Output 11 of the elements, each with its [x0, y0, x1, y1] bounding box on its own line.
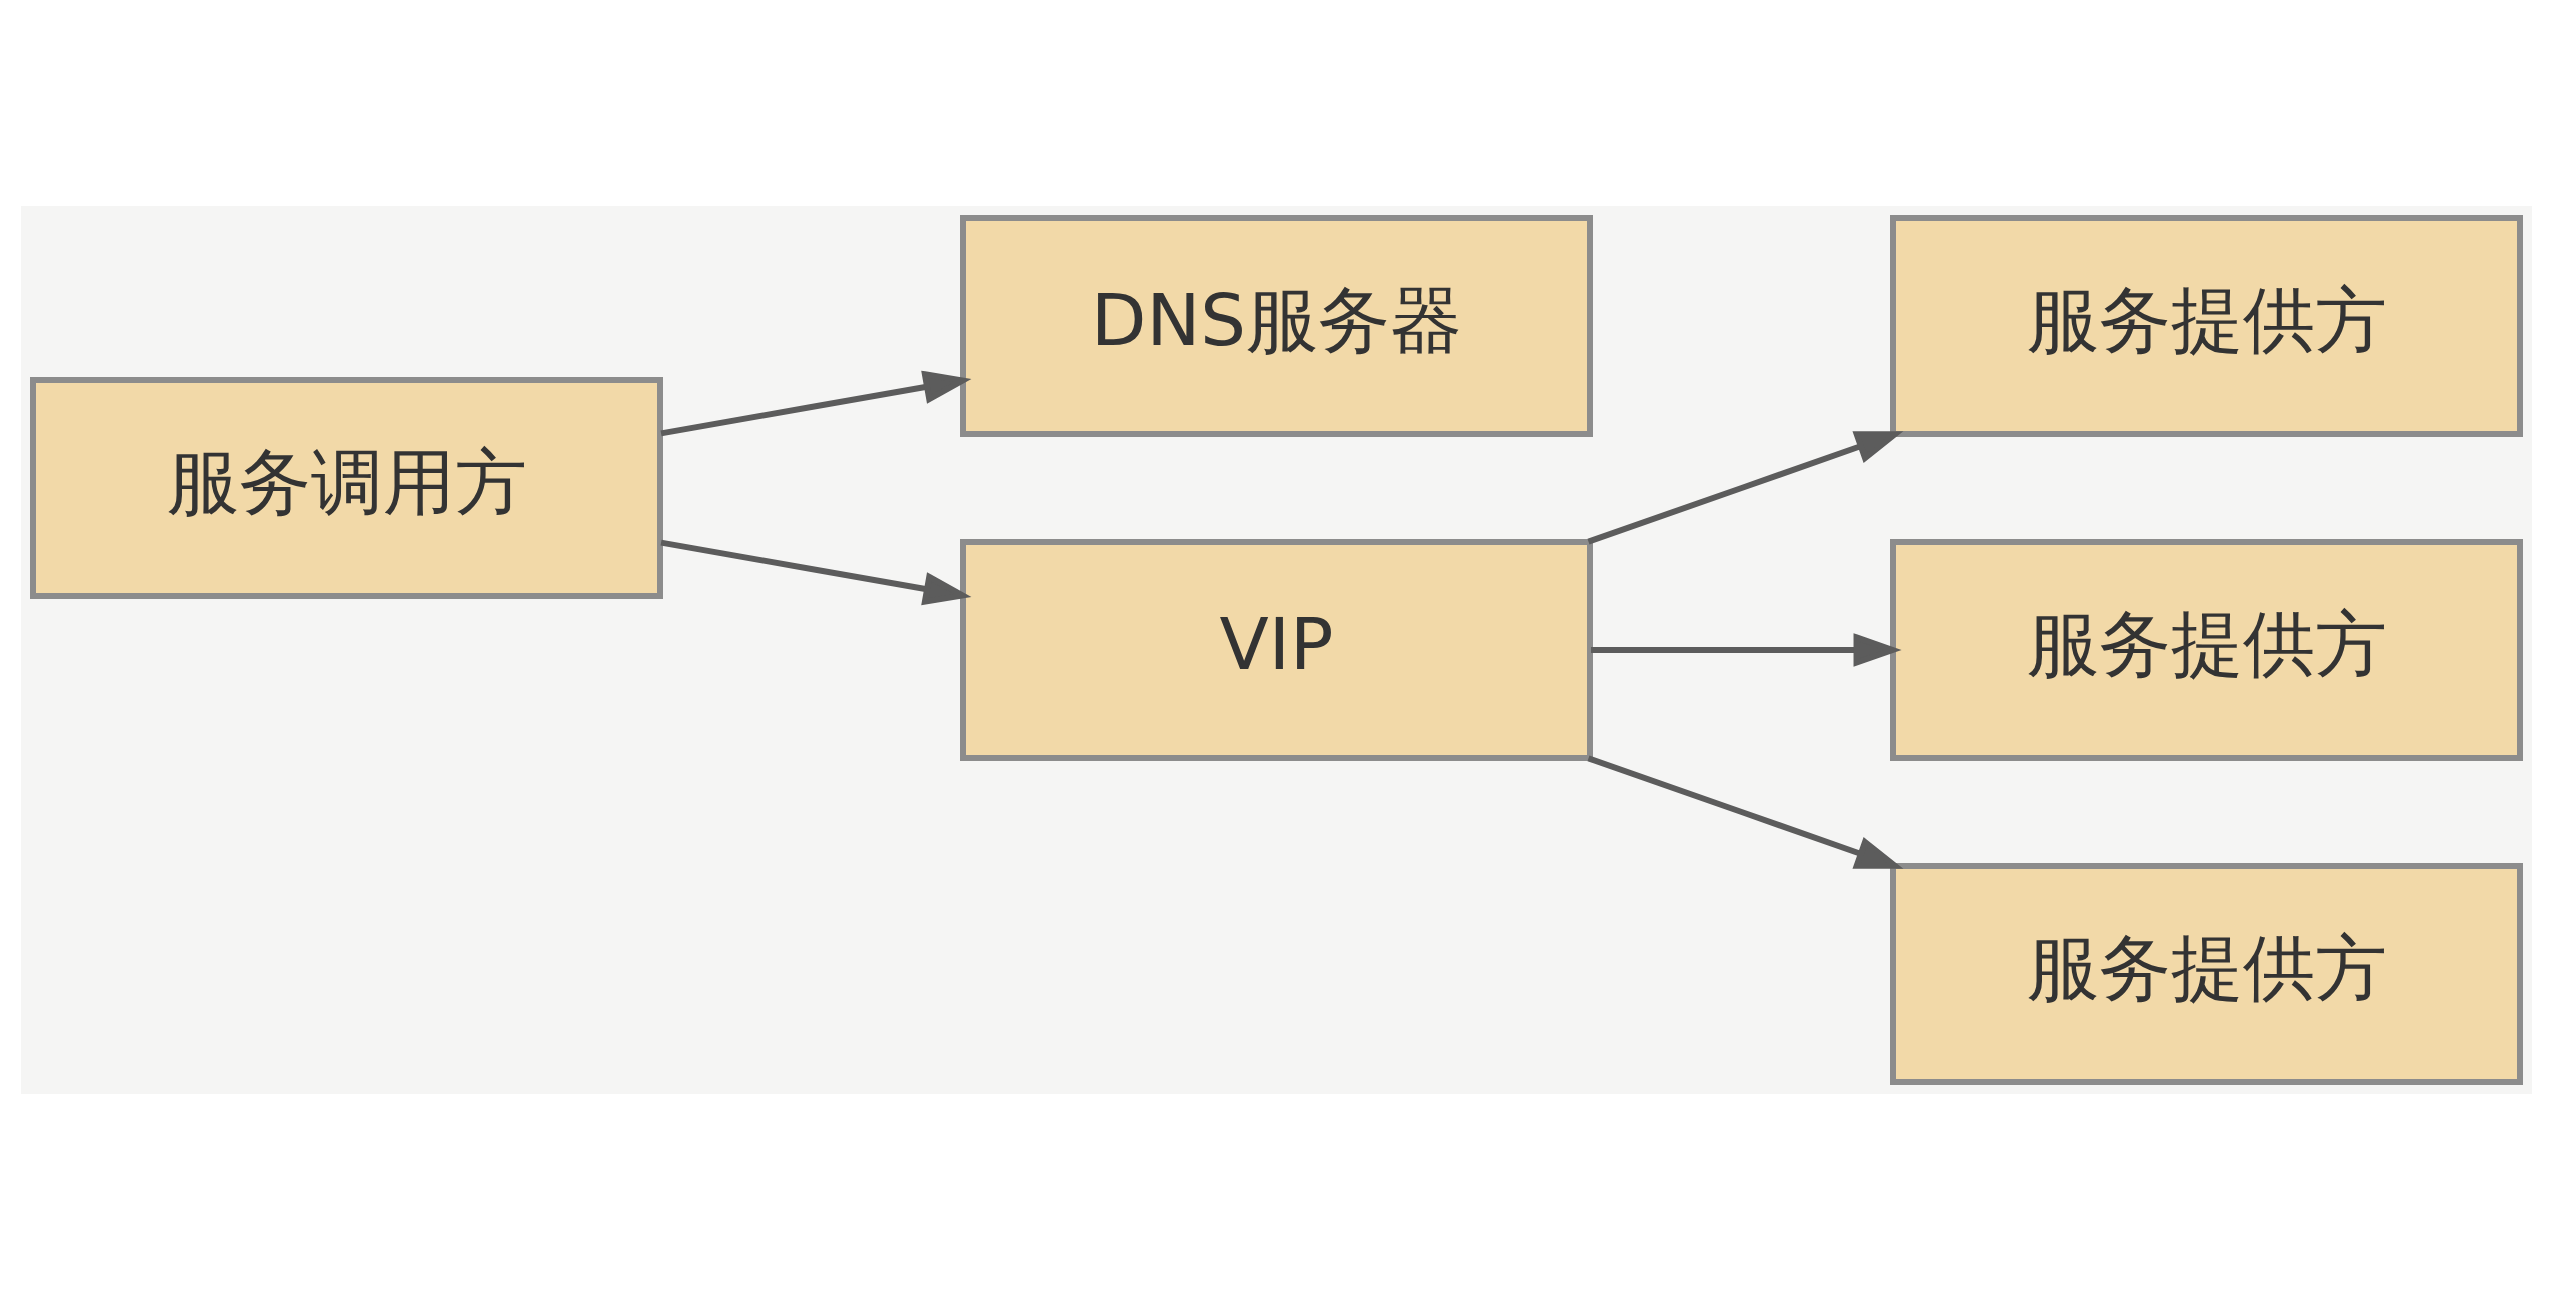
- node-box: 服务提供方: [1890, 214, 2523, 437]
- arrow: [1591, 632, 1902, 667]
- arrow: [660, 370, 972, 436]
- arrow: [660, 539, 972, 605]
- arrow: [1587, 755, 1904, 869]
- node-box: 服务调用方: [30, 376, 663, 599]
- node-box: DNS服务器: [960, 214, 1593, 437]
- node-box: 服务提供方: [1890, 538, 2523, 761]
- arrow: [1587, 430, 1904, 544]
- node-box: 服务提供方: [1890, 862, 2523, 1085]
- node-box: VIP: [960, 538, 1593, 761]
